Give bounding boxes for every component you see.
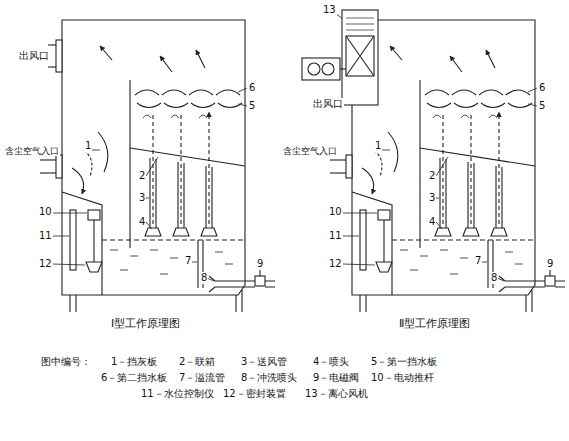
callout-number: 9 <box>546 258 554 270</box>
key-item: 9－电磁阀 <box>312 372 360 384</box>
port-label: 含尘空气入口 <box>4 146 60 156</box>
callout-number: 11 <box>328 230 343 242</box>
callout-number: 7 <box>184 255 192 267</box>
key-item: 1－挡灰板 <box>110 356 158 368</box>
figure-caption: Ⅱ型工作原理图 <box>398 318 471 331</box>
outlet-flange <box>48 40 62 72</box>
callout-number: 6 <box>538 82 546 94</box>
callout-number: 12 <box>328 258 343 270</box>
callout-number: 6 <box>248 82 256 94</box>
callout-number: 10 <box>328 206 343 218</box>
key-item: 6－第二挡水板 <box>100 372 168 384</box>
callout-number: 2 <box>138 170 146 182</box>
callout-number: 8 <box>200 272 208 284</box>
key-item: 7－溢流管 <box>178 372 226 384</box>
callout-number: 5 <box>248 100 256 112</box>
callout-number: 12 <box>38 258 53 270</box>
figure-caption: Ⅰ型工作原理图 <box>110 318 181 331</box>
callout-number: 4 <box>138 216 146 228</box>
callout-number: 3 <box>138 192 146 204</box>
callout-number: 8 <box>490 272 498 284</box>
port-label: 含尘空气入口 <box>282 146 338 156</box>
callout-number: 9 <box>256 258 264 270</box>
callout-number: 11 <box>38 230 53 242</box>
key-item: 12－密封装置 <box>222 388 287 400</box>
callout-number: 13 <box>322 4 337 16</box>
centrifugal-fan <box>302 10 378 105</box>
key-item: 2－联箱 <box>178 356 216 368</box>
key-item: 13－离心风机 <box>304 388 369 400</box>
callout-number: 5 <box>538 100 546 112</box>
key-item: 4－喷头 <box>312 356 350 368</box>
callout-number: 1 <box>84 140 92 152</box>
callout-number: 4 <box>428 216 436 228</box>
callout-number: 2 <box>428 170 436 182</box>
callout-number: 10 <box>38 206 53 218</box>
type-one-unit <box>40 20 275 312</box>
key-item: 5－第一挡水板 <box>370 356 438 368</box>
callout-number: 1 <box>374 140 382 152</box>
callout-number: 3 <box>428 192 436 204</box>
key-item: 10－电动推杆 <box>370 372 435 384</box>
key-item: 11－水位控制仪 <box>140 388 215 400</box>
key-heading: 图中编号： <box>40 356 92 368</box>
key-item: 8－冲洗喷头 <box>240 372 298 384</box>
port-label: 出风口 <box>312 98 344 110</box>
callout-number: 7 <box>474 255 482 267</box>
type-two-unit <box>330 20 565 312</box>
port-label: 出风口 <box>18 50 50 62</box>
key-item: 3－送风管 <box>240 356 288 368</box>
